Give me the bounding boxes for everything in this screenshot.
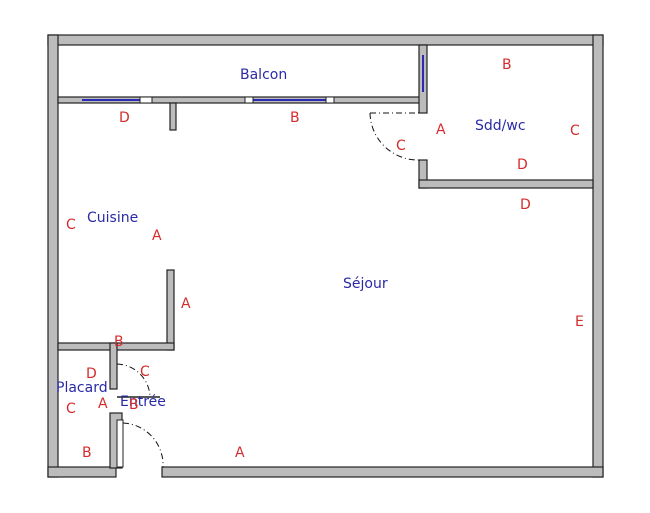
wall-marker: A [436,122,446,138]
wall-marker: A [181,296,191,312]
wall-marker: D [517,157,528,173]
room-label-balcon: Balcon [240,67,287,83]
wall-marker: B [82,445,92,461]
wall-marker: C [570,123,580,139]
wall-marker: D [520,197,531,213]
wall-marker: C [66,401,76,417]
outer-walls [47,34,604,478]
wall-marker: A [152,228,162,244]
room-label-entree: Entrée [120,394,166,410]
wall-marker: D [86,366,97,382]
wall-marker: E [575,314,584,330]
wall-marker: B [129,397,139,413]
entrance-door-swing [122,422,164,468]
wall-marker: C [140,364,150,380]
wall-markers: B A C C D D B D C A A E B D C C A B B A [66,57,584,461]
wall-marker: C [396,138,406,154]
wall-marker: B [502,57,512,73]
room-label-placard: Placard [56,380,108,396]
wall-marker: B [114,334,124,350]
wall-marker: B [290,110,300,126]
wall-marker: A [98,396,108,412]
door-swings [116,112,420,468]
bathroom-door-swing [369,112,420,161]
windows [82,55,424,104]
room-label-cuisine: Cuisine [87,210,138,226]
room-label-sejour: Séjour [343,276,388,292]
placard-door-swing [116,363,151,398]
wall-marker: A [235,445,245,461]
room-labels: Balcon Sdd/wc Cuisine Séjour Placard Ent… [56,67,526,410]
wall-marker: C [66,217,76,233]
room-label-sdd-wc: Sdd/wc [475,118,526,134]
wall-marker: D [119,110,130,126]
